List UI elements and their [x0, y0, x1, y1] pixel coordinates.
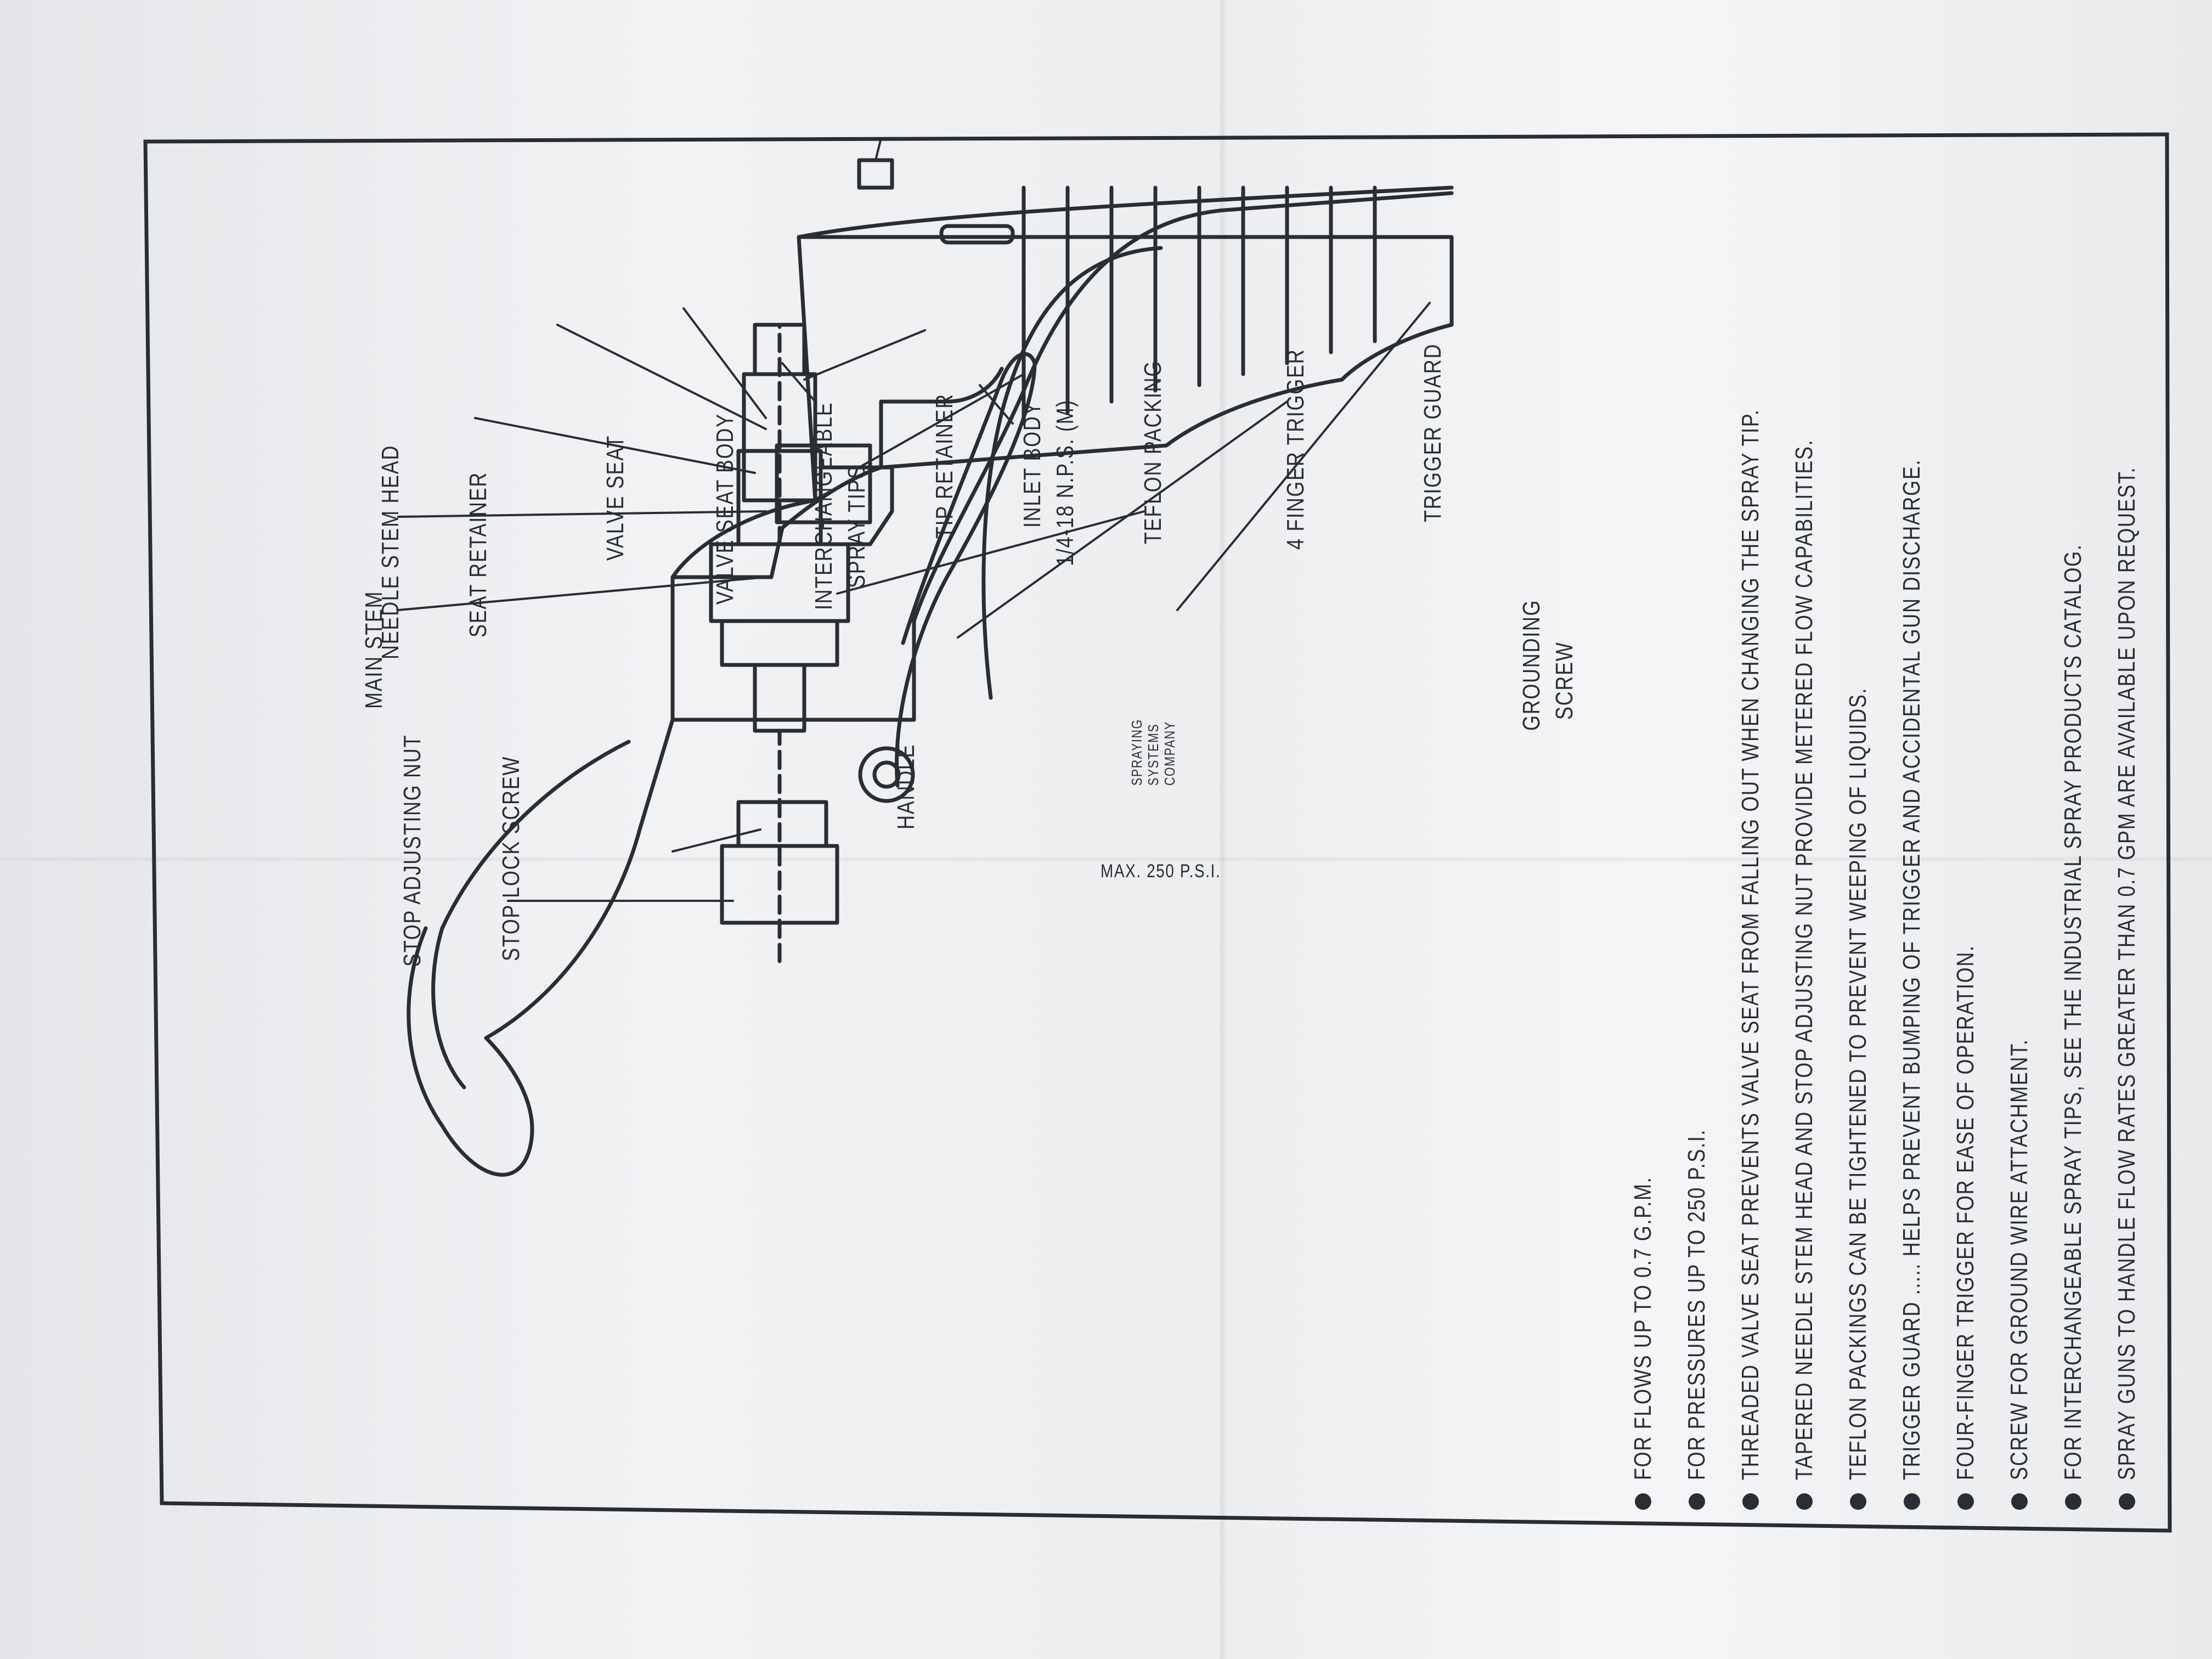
leader-teflon-packing	[836, 510, 1146, 595]
bullet-dot	[1957, 1493, 1974, 1510]
leader-main-stem	[397, 576, 767, 611]
note-item: TRIGGER GUARD ..... HELPS PREVENT BUMPIN…	[1885, 0, 1939, 1510]
stop-lock-screw-body	[736, 800, 828, 848]
leader-needle-stem-head	[397, 510, 767, 518]
bullet-dot	[1689, 1493, 1705, 1510]
note-item: THREADED VALVE SEAT PREVENTS VALVE SEAT …	[1724, 0, 1778, 1510]
leader-grounding-screw	[874, 137, 882, 161]
leader-inlet-body	[858, 373, 1025, 469]
handle-back	[797, 185, 1454, 239]
bullet-dot	[2011, 1493, 2028, 1510]
trigger-pivot	[858, 746, 915, 803]
handle-ridges	[1022, 185, 1377, 426]
leader-stop-lock-screw	[672, 828, 761, 853]
bullet-dot	[2065, 1493, 2081, 1510]
note-item: SPRAY GUNS TO HANDLE FLOW RATES GREATER …	[2100, 0, 2154, 1510]
leader-valve-seat	[556, 324, 767, 430]
trigger-guard	[731, 191, 1454, 722]
rotated-content: MAX. 250 P.S.I. SPRAYING SYSTEMS COMPANY…	[91, 116, 2121, 1543]
hanger-hook-inner	[431, 926, 466, 1090]
leader-handle	[979, 384, 1014, 425]
note-item: FOUR-FINGER TRIGGER FOR EASE OF OPERATIO…	[1939, 0, 1993, 1510]
gun-body-curve	[440, 740, 631, 930]
paper-fold-horizontal	[0, 856, 2212, 862]
handle-outline	[670, 235, 1454, 579]
note-item: TAPERED NEEDLE STEM HEAD AND STOP ADJUST…	[1778, 0, 1831, 1510]
leader-trigger-guard	[1176, 302, 1431, 611]
note-item: SCREW FOR GROUND WIRE ATTACHMENT.	[1993, 0, 2046, 1510]
handle-slot	[939, 224, 1015, 245]
bullet-dot	[1850, 1493, 1866, 1510]
bullet-dot	[1796, 1493, 1813, 1510]
bullet-dot	[1904, 1493, 1920, 1510]
notes-list: FOR FLOWS UP TO 0.7 G.P.M. FOR PRESSURES…	[1616, 0, 2154, 1510]
spray-gun-drawing	[397, 137, 1454, 1177]
note-item: TEFLON PACKINGS CAN BE TIGHTENED TO PREV…	[1831, 0, 1885, 1510]
bullet-dot	[1742, 1493, 1759, 1510]
bullet-dot	[1635, 1493, 1651, 1510]
leader-tip-retainer	[803, 329, 926, 381]
hanger-hook	[407, 926, 534, 1177]
note-item: FOR PRESSURES UP TO 250 P.S.I.	[1670, 0, 1724, 1510]
notes-rotated: FOR FLOWS UP TO 0.7 G.P.M. FOR PRESSURES…	[91, 116, 2140, 1543]
note-item: FOR INTERCHANGEABLE SPRAY TIPS, SEE THE …	[2046, 0, 2100, 1510]
leader-trigger	[957, 400, 1288, 639]
trigger	[894, 352, 1037, 788]
leader-seat-retainer	[474, 417, 756, 474]
trigger-guard-lower	[981, 246, 1163, 700]
bullet-dot	[2119, 1493, 2135, 1510]
leader-spray-tips	[781, 362, 816, 403]
grounding-screw	[857, 158, 894, 190]
leader-valve-seat-body	[682, 307, 767, 419]
note-item: FOR FLOWS UP TO 0.7 G.P.M.	[1616, 0, 1670, 1510]
gun-body-top	[484, 718, 735, 1040]
